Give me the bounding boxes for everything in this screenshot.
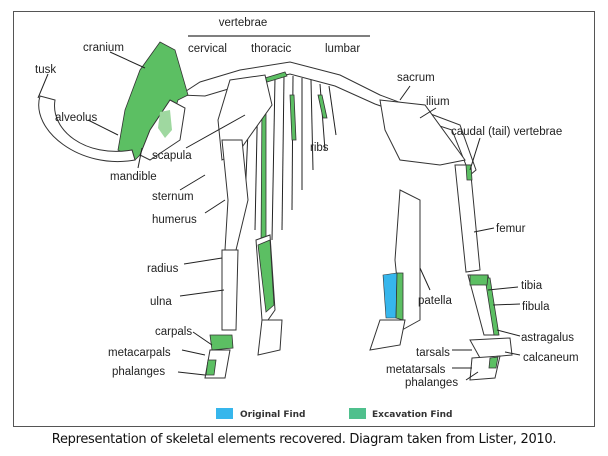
label-astragalus: astragalus: [521, 332, 574, 344]
label-sacrum: sacrum: [397, 72, 435, 84]
label-metacarpals: metacarpals: [108, 347, 171, 359]
label-radius: radius: [147, 263, 179, 275]
label-tarsals: tarsals: [416, 347, 450, 359]
label-vertebrae: vertebrae: [219, 17, 268, 29]
label-sternum: sternum: [152, 191, 194, 203]
ilium-bone: [379, 99, 466, 166]
alveolus-bone: [158, 110, 172, 138]
label-femur: femur: [496, 223, 526, 235]
fibula-find: [484, 277, 500, 336]
tibia-top-find: [469, 274, 489, 286]
diagram-frame: [13, 11, 595, 427]
label-humerus: humerus: [152, 214, 197, 226]
femur-bone: [454, 164, 481, 273]
label-tusk: tusk: [35, 64, 56, 76]
label-alveolus: alveolus: [55, 112, 97, 124]
legend-label-excavation: Excavation Find: [372, 410, 453, 420]
leader-lines: [37, 51, 521, 381]
label-patella: patella: [418, 295, 452, 307]
metatarsal-find: [488, 356, 499, 369]
label-calcaneum: calcaneum: [523, 352, 579, 364]
ribs: [244, 71, 337, 251]
label-carpals: carpals: [155, 326, 192, 338]
radius-ulna-bone: [221, 249, 239, 331]
label-tibia: tibia: [521, 280, 543, 292]
tusk-bone: [38, 95, 136, 162]
label-phalanges-front: phalanges: [112, 366, 165, 378]
front-foot-far: [257, 319, 283, 356]
label-ribs: ribs: [310, 142, 329, 154]
label-phalanges-hind: phalanges: [405, 377, 458, 389]
legend-label-original: Original Find: [240, 410, 305, 420]
label-cervical: cervical: [188, 43, 227, 55]
radius-far-find: [257, 239, 275, 313]
hind-far-find: [395, 272, 404, 321]
label-fibula: fibula: [522, 301, 550, 313]
label-mandible: mandible: [110, 171, 157, 183]
carpals-bone: [209, 334, 234, 351]
legend-swatch-original: [216, 408, 233, 419]
label-scapula: scapula: [152, 150, 192, 162]
original-find-bone: [382, 272, 398, 319]
humerus-bone: [221, 139, 249, 251]
label-ulna: ulna: [150, 296, 172, 308]
hind-foot-far: [369, 319, 406, 351]
legend: Original Find Excavation Find: [216, 408, 453, 420]
label-ilium: ilium: [426, 96, 450, 108]
phalanx-find: [205, 359, 217, 376]
legend-swatch-excavation: [349, 408, 366, 419]
label-caudal-vertebrae: caudal (tail) vertebrae: [451, 126, 562, 138]
tarsals-bone: [469, 337, 513, 359]
label-lumbar: lumbar: [325, 43, 360, 55]
figure-caption: Representation of skeletal elements reco…: [51, 432, 557, 447]
label-thoracic: thoracic: [251, 43, 292, 55]
label-cranium: cranium: [83, 42, 124, 54]
label-metatarsals: metatarsals: [386, 364, 446, 376]
